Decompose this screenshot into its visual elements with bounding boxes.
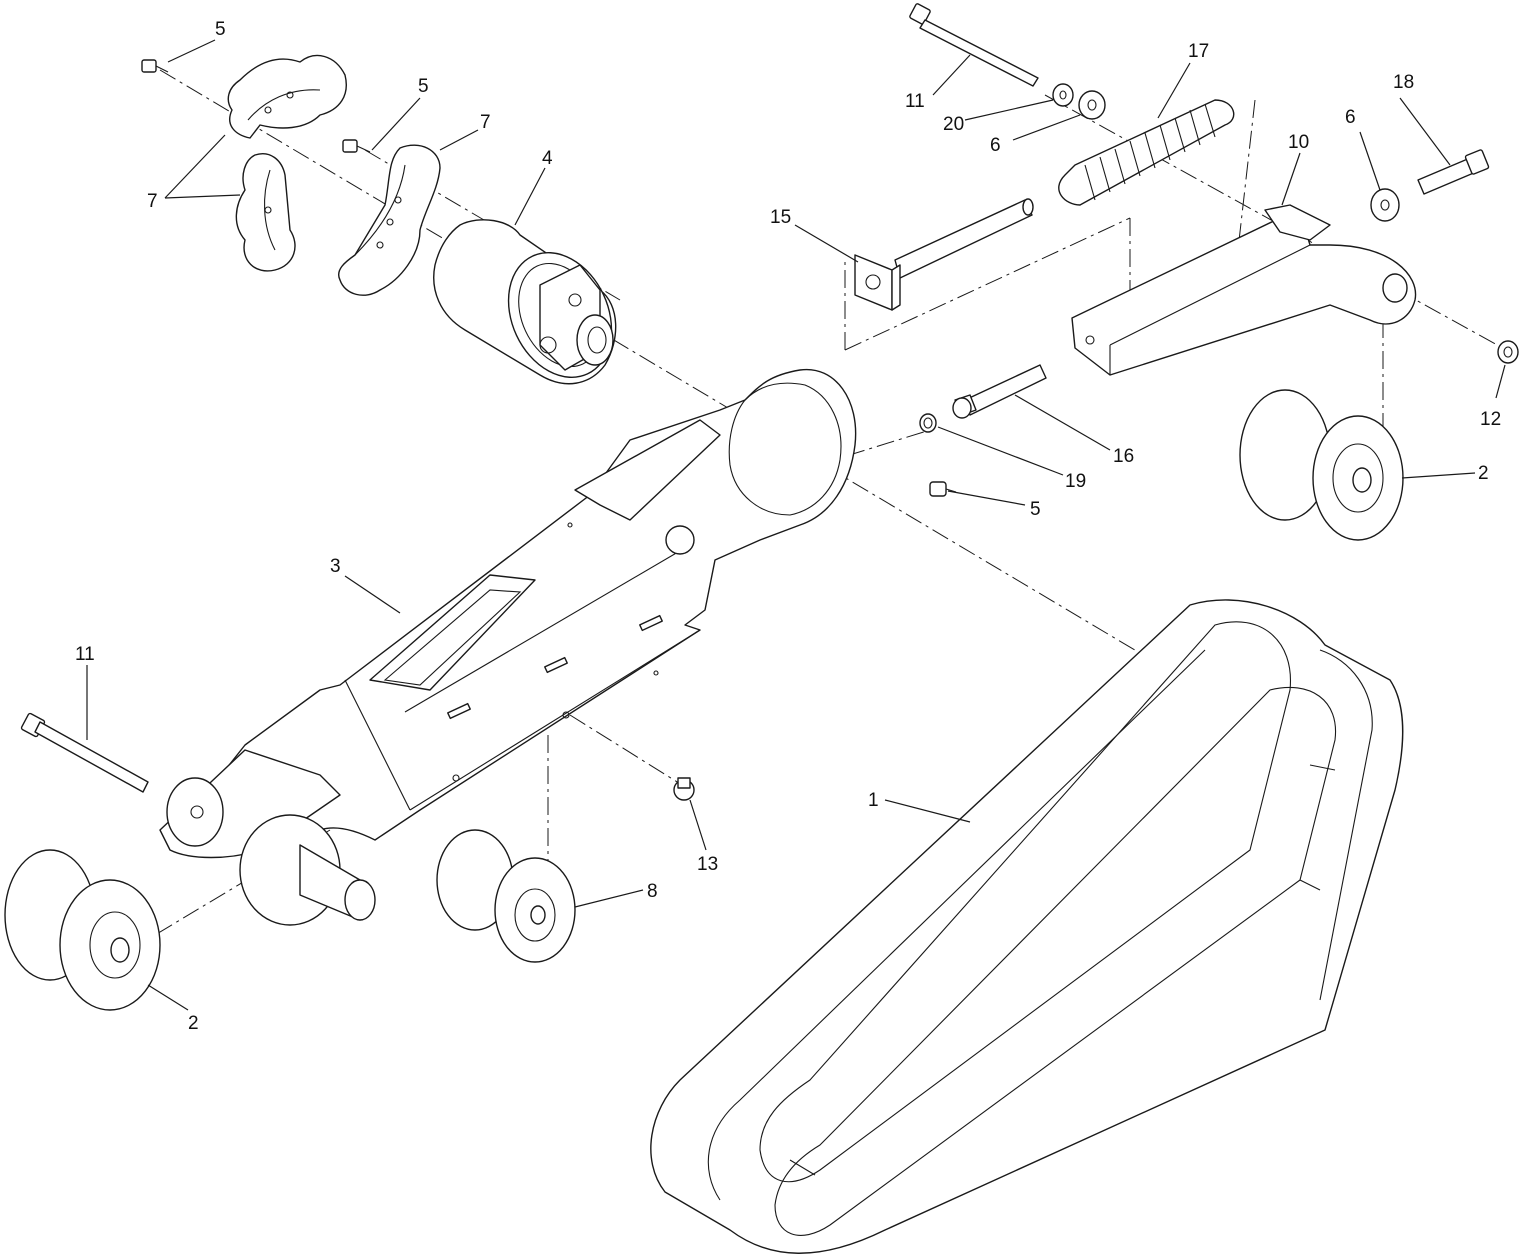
tension-rod-15 <box>854 198 1034 311</box>
callout-6-upper: 6 <box>990 135 1001 156</box>
retaining-ring-19 <box>919 413 937 433</box>
bolt-18 <box>1417 149 1490 195</box>
washer-6-upper <box>1078 90 1106 120</box>
callout-13: 13 <box>697 854 718 875</box>
callout-5-sprocket-upper: 5 <box>215 19 226 40</box>
rubber-track <box>650 599 1404 1254</box>
front-yoke <box>159 749 341 859</box>
callout-2-right: 2 <box>1478 463 1489 484</box>
callout-2-left: 2 <box>188 1013 199 1034</box>
flange-bolt-13 <box>673 777 695 801</box>
tension-spring <box>1058 99 1235 206</box>
callout-7-sprocket-right: 7 <box>480 112 491 133</box>
callout-5-sprocket-lower: 5 <box>418 76 429 97</box>
drive-motor <box>433 219 617 385</box>
callout-8: 8 <box>647 881 658 902</box>
callout-10: 10 <box>1288 132 1309 153</box>
callout-1-track: 1 <box>868 790 879 811</box>
callout-6-right: 6 <box>1345 107 1356 128</box>
sprocket-segment-lower-left <box>235 153 296 272</box>
cap-screw-sprocket-upper <box>141 59 169 73</box>
idler-yoke <box>1071 204 1417 376</box>
callout-17: 17 <box>1188 41 1209 62</box>
cap-screw-sprocket-lower <box>342 139 371 153</box>
adjuster-rod-16 <box>952 364 1047 419</box>
idler-wheel-right <box>1239 389 1404 541</box>
track-frame <box>169 368 857 851</box>
bolt-11-lower <box>20 712 149 793</box>
washer-6-right <box>1370 188 1400 222</box>
callout-15: 15 <box>770 207 791 228</box>
callout-3-frame: 3 <box>330 556 341 577</box>
callout-11-lower: 11 <box>75 644 95 665</box>
callout-4-drive-motor: 4 <box>542 148 553 169</box>
callout-labels: 5 5 7 7 4 11 20 6 17 18 6 10 15 12 16 19… <box>75 19 1501 1034</box>
cap-screw-5-frame <box>929 481 957 497</box>
front-pivot-axle <box>239 814 376 926</box>
callout-16: 16 <box>1113 446 1134 467</box>
callout-18: 18 <box>1393 72 1414 93</box>
bottom-roller-8 <box>436 829 576 963</box>
callout-12: 12 <box>1480 409 1501 430</box>
idler-wheel-left <box>4 849 161 1011</box>
callout-5-frame: 5 <box>1030 499 1041 520</box>
sprocket-segment-lower-right <box>338 144 441 296</box>
sprocket-segment-upper <box>227 54 347 139</box>
washer-20 <box>1052 83 1074 107</box>
callout-11-upper: 11 <box>905 91 925 112</box>
callout-7-sprocket-left: 7 <box>147 191 158 212</box>
callout-20: 20 <box>943 114 964 135</box>
callout-19: 19 <box>1065 471 1086 492</box>
leader-lines <box>86 39 1506 1011</box>
bolt-11-upper <box>909 3 1039 87</box>
nut-12 <box>1497 340 1519 364</box>
